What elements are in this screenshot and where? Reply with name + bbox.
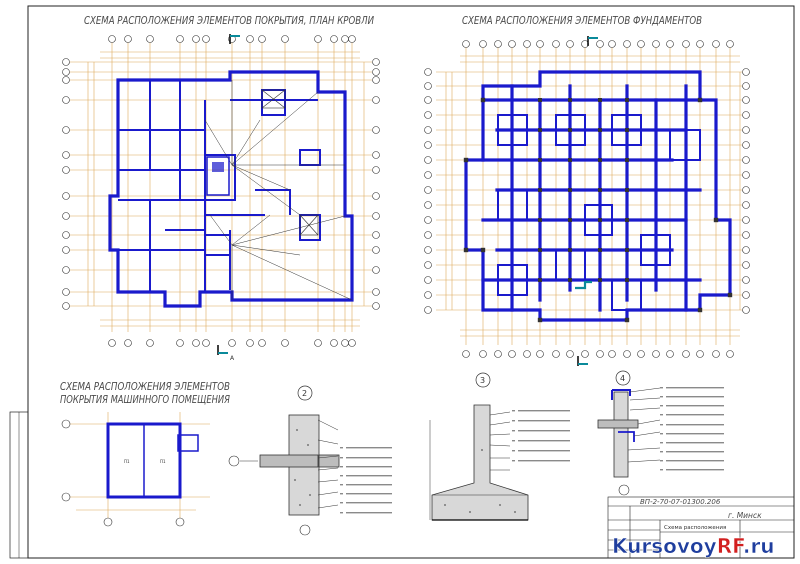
foundation-section-marks xyxy=(577,36,598,366)
stamp-sheet-title: Схема расположения xyxy=(664,525,726,531)
foundation-piles xyxy=(463,97,733,323)
section-mark-label: А xyxy=(230,355,235,362)
foundation-plan-axis-markers xyxy=(424,40,750,358)
roof-slope-lines xyxy=(204,80,353,301)
machine-room-axis-markers xyxy=(61,419,185,527)
roof-inner-walls xyxy=(118,80,321,292)
section-mark-top xyxy=(229,34,240,44)
detail-2-marker: 2 xyxy=(302,389,307,398)
title-block xyxy=(607,496,795,559)
watermark-main: Kursovoy xyxy=(612,534,717,558)
machine-room-plan: П1 П1 xyxy=(61,412,210,527)
detail-4-marker: 4 xyxy=(620,374,625,383)
machine-room-title-line1: СХЕМА РАСПОЛОЖЕНИЯ ЭЛЕМЕНТОВ xyxy=(60,381,230,393)
machine-room-title-line2: ПОКРЫТИЯ МАШИННОГО ПОМЕЩЕНИЯ xyxy=(60,394,231,406)
foundation-teal-detail xyxy=(575,280,592,290)
stair-shaft xyxy=(206,156,230,196)
machine-room-vent xyxy=(177,434,199,452)
watermark-accent: RF xyxy=(717,534,744,558)
detail-node-2: 2 xyxy=(228,385,392,536)
watermark-logo: KursovoyRF.ru xyxy=(612,534,775,558)
stamp-document-code: ВП-2-70-07-01300.206 xyxy=(640,498,721,506)
foundation-strip-walls xyxy=(464,70,732,322)
svg-text:П1: П1 xyxy=(160,459,166,464)
foundation-plan-title: СХЕМА РАСПОЛОЖЕНИЯ ЭЛЕМЕНТОВ ФУНДАМЕНТОВ xyxy=(462,15,702,27)
slab-markers xyxy=(261,89,319,236)
elevator-shaft xyxy=(212,162,224,172)
detail-node-4: 4 xyxy=(597,370,724,496)
detail-3-marker: 3 xyxy=(480,376,485,385)
watermark-domain: .ru xyxy=(743,534,775,558)
svg-text:П1: П1 xyxy=(124,459,130,464)
roof-plan: А xyxy=(62,34,380,362)
sheet-frame xyxy=(27,5,795,559)
foundation-plan xyxy=(424,36,750,366)
detail-node-3: 3 xyxy=(429,372,570,521)
stamp-city: г. Минск xyxy=(728,511,762,520)
section-mark-bottom: А xyxy=(217,345,235,362)
roof-plan-title: СХЕМА РАСПОЛОЖЕНИЯ ЭЛЕМЕНТОВ ПОКРЫТИЯ, П… xyxy=(84,15,374,27)
